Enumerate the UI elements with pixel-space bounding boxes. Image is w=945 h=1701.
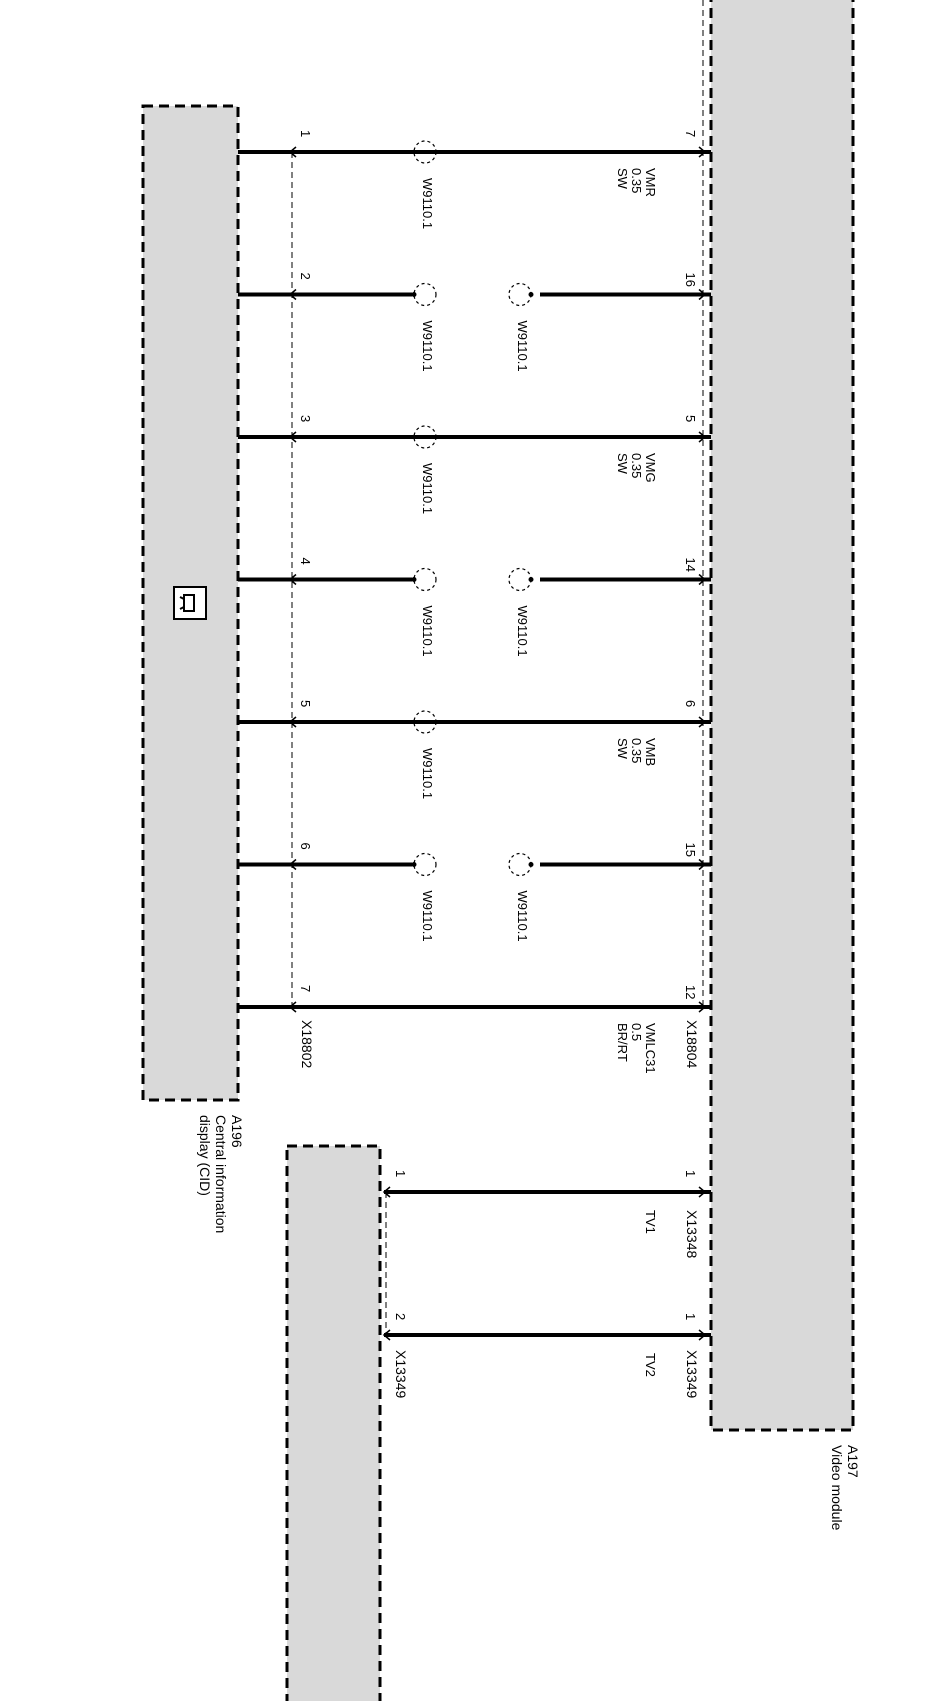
terminal-cid <box>288 573 297 586</box>
shield-ring-outer <box>413 710 437 734</box>
shield-ring-outer <box>413 282 437 307</box>
video-module-name-label: Video module <box>829 1445 845 1531</box>
wire-color: BR/RT <box>615 1023 630 1062</box>
shield-dot-outer <box>411 292 417 297</box>
left-pin-number: 1 <box>393 1170 408 1177</box>
terminal-right <box>698 1329 707 1341</box>
connector-x13348-label: X13348 <box>684 1210 700 1258</box>
shield-ring-inner <box>508 282 532 307</box>
terminal-cid <box>288 431 297 443</box>
shield-dot-outer <box>411 577 417 582</box>
terminal-vm <box>698 716 707 728</box>
wire-color: SW <box>615 738 630 760</box>
wire-gauge: 0.35 <box>629 168 644 193</box>
terminal-cid <box>288 858 297 871</box>
connector-x13349-left-label: X13349 <box>393 1350 409 1398</box>
wire-signal-name: VMLC31 <box>643 1023 658 1074</box>
vm-pin-number: 16 <box>683 273 698 287</box>
video-module-box <box>709 0 855 1432</box>
cid-pin-number: 2 <box>298 273 313 280</box>
vm-pin-number: 14 <box>683 558 698 572</box>
vm-pin-number: 12 <box>683 985 698 999</box>
connector-x18804-label: X18804 <box>684 1020 700 1068</box>
cid-name-line2: display (CID) <box>197 1115 213 1196</box>
shield-label-inner: W9110.1 <box>515 891 530 942</box>
terminal-left <box>382 1186 391 1198</box>
cid-pin-number: 1 <box>298 130 313 137</box>
right-pin-number: 1 <box>683 1313 698 1320</box>
left-pin-number: 2 <box>393 1313 408 1320</box>
shield-label-outer: W9110.1 <box>420 891 435 942</box>
shield-ring-outer <box>413 852 437 877</box>
wire-signal-name: VMR <box>643 168 658 197</box>
terminal-cid <box>288 146 297 158</box>
terminal-vm <box>698 1001 707 1013</box>
right-pin-number: 1 <box>683 1170 698 1177</box>
shield-label-outer: W9110.1 <box>420 463 435 514</box>
terminal-cid <box>288 288 297 301</box>
vm-pin-number: 7 <box>683 130 698 137</box>
shield-ring-inner <box>508 567 532 592</box>
cid-pin-number: 6 <box>298 843 313 850</box>
shield-label-outer: W9110.1 <box>420 178 435 229</box>
terminal-vm <box>698 431 707 443</box>
tv-signal-name: TV2 <box>643 1353 658 1377</box>
wire-color: SW <box>615 168 630 190</box>
terminal-vm <box>698 858 707 871</box>
display-icon <box>173 586 207 620</box>
shield-ring-inner <box>508 852 532 877</box>
shield-label-outer: W9110.1 <box>420 321 435 372</box>
shield-ring-outer <box>413 567 437 592</box>
shield-dot-inner <box>528 292 534 297</box>
connector-x18802-label: X18802 <box>299 1020 315 1068</box>
cid-name-line1: Central information <box>213 1115 229 1233</box>
terminal-vm <box>698 288 707 301</box>
cid-pin-number: 3 <box>298 415 313 422</box>
wire-signal-name: VMG <box>643 453 658 483</box>
terminal-cid <box>288 716 297 728</box>
tv-signal-name: TV1 <box>643 1210 658 1234</box>
cid-pin-number: 4 <box>298 558 313 565</box>
vm-pin-number: 15 <box>683 843 698 857</box>
video-module-id-label: A197 <box>845 1445 861 1478</box>
terminal-vm <box>698 146 707 158</box>
cid-pin-number: 5 <box>298 700 313 707</box>
vm-pin-number: 6 <box>683 700 698 707</box>
terminal-left <box>382 1329 391 1341</box>
shield-label-inner: W9110.1 <box>515 606 530 657</box>
terminal-right <box>698 1186 707 1198</box>
shield-dot-inner <box>528 862 534 867</box>
connector-x13349-right-label: X13349 <box>684 1350 700 1398</box>
cid-id-label: A196 <box>229 1115 245 1148</box>
lower-unit-box <box>285 1144 382 1701</box>
shield-label-outer: W9110.1 <box>420 606 435 657</box>
cid-pin-number: 7 <box>298 985 313 992</box>
shield-dot-outer <box>411 862 417 867</box>
shield-ring-outer <box>413 425 437 449</box>
shield-label-inner: W9110.1 <box>515 321 530 372</box>
wire-gauge: 0.5 <box>629 1023 644 1041</box>
terminal-vm <box>698 573 707 586</box>
wire-gauge: 0.35 <box>629 453 644 478</box>
shield-dot-inner <box>528 577 534 582</box>
shield-ring-outer <box>413 140 437 164</box>
shield-label-outer: W9110.1 <box>420 748 435 799</box>
wire-gauge: 0.35 <box>629 738 644 763</box>
wire-color: SW <box>615 453 630 475</box>
wire-signal-name: VMB <box>643 738 658 766</box>
vm-pin-number: 5 <box>683 415 698 422</box>
terminal-cid <box>288 1001 297 1013</box>
